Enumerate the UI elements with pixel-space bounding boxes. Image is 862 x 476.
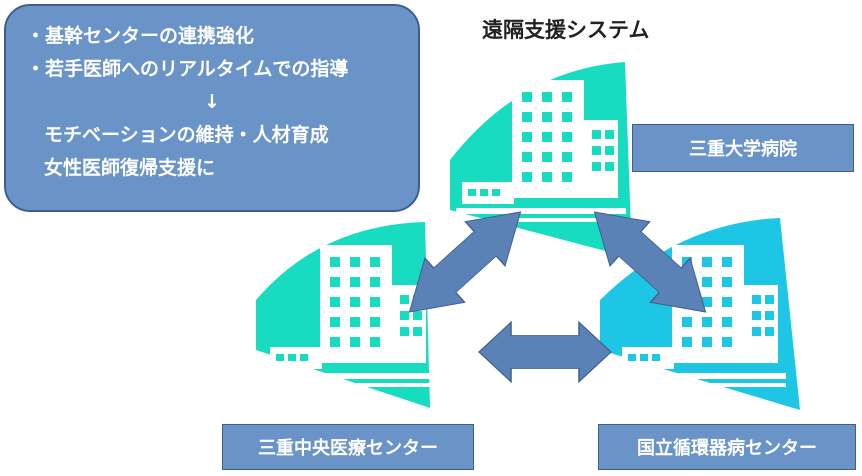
arrow-top-left <box>408 211 522 313</box>
info-bullet-2: ・若手医師へのリアルタイムでの指導 <box>26 58 349 80</box>
arrow-top-right <box>593 211 707 313</box>
info-box: ・基幹センターの連携強化 ・若手医師へのリアルタイムでの指導 ↓ モチベーション… <box>4 4 420 212</box>
info-result-2: 女性医師復帰支援に <box>44 157 216 179</box>
hospital-label-left: 三重中央医療センター <box>222 424 474 470</box>
info-result-1: モチベーションの維持・人材育成 <box>44 124 329 146</box>
info-down-arrow: ↓ <box>204 91 220 113</box>
hospital-label-right: 国立循環器病センター <box>598 424 856 470</box>
hospital-label-top: 三重大学病院 <box>632 124 854 172</box>
arrow-horizontal <box>478 320 612 384</box>
system-title: 遠隔支援システム <box>482 18 650 42</box>
info-bullet-1: ・基幹センターの連携強化 <box>26 25 255 47</box>
